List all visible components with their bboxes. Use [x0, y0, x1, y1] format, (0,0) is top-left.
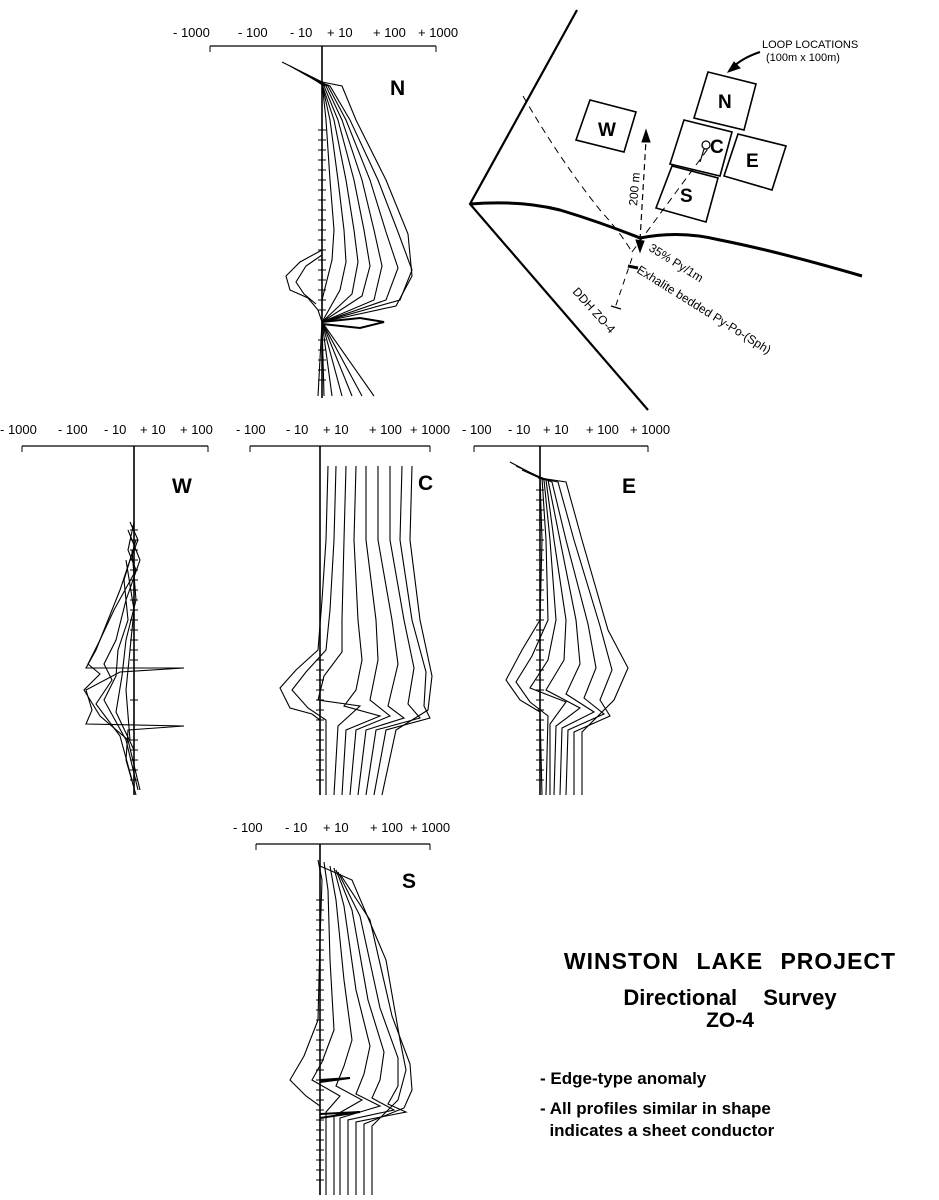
profile-curves — [279, 465, 433, 796]
profile-label: W — [172, 475, 192, 498]
loop-legend-size: (100m x 100m) — [766, 52, 840, 64]
axis-tick-label: - 10 — [286, 422, 308, 437]
profile-label: C — [418, 472, 433, 495]
profile-label: S — [402, 870, 416, 893]
axis-tick-label: + 100 — [180, 422, 213, 437]
axis-tick-label: + 100 — [370, 820, 403, 835]
loop-label-s: S — [680, 186, 693, 207]
loop-label-w: W — [598, 120, 616, 141]
profile-c: - 100 - 10 + 10 + 100 + 1000 C — [236, 422, 450, 796]
axis-tick-label: + 10 — [323, 820, 349, 835]
loop-label-e: E — [746, 151, 759, 172]
axis-tick-label: - 10 — [508, 422, 530, 437]
axis-tick-label: - 1000 — [173, 25, 210, 40]
distance-label: 200 m — [626, 172, 643, 206]
loop-e — [722, 133, 788, 191]
profile-curves — [83, 521, 185, 796]
location-map — [468, 9, 863, 411]
loop-legend-label: LOOP LOCATIONS — [762, 39, 858, 51]
loop-label-n: N — [718, 92, 732, 113]
axis-tick-label: + 10 — [543, 422, 569, 437]
unit-label: Exhalite bedded Py-Po-(Sph) — [634, 263, 773, 357]
axis-tick-label: + 10 — [327, 25, 353, 40]
axis-tick-label: - 100 — [238, 25, 268, 40]
hole-title: ZO-4 — [706, 1009, 754, 1032]
axis-tick-label: + 1000 — [410, 820, 450, 835]
axis-tick-label: + 10 — [323, 422, 349, 437]
loop-squares — [574, 71, 788, 223]
axis-tick-label: + 10 — [140, 422, 166, 437]
axis-tick-label: - 1000 — [0, 422, 37, 437]
note-sheet-conductor: - All profiles similar in shape indicate… — [540, 1099, 775, 1140]
axis-tick-label: + 100 — [369, 422, 402, 437]
axis-tick-label: - 100 — [233, 820, 263, 835]
profile-s: - 100 - 10 + 10 + 100 + 1000 S — [233, 820, 450, 1195]
profile-e: - 100 - 10 + 10 + 100 + 1000 E — [462, 422, 670, 796]
project-title: WINSTON LAKE PROJECT — [563, 948, 897, 974]
profile-n: - 1000 - 100 - 10 + 10 + 100 + 1000 N — [173, 25, 458, 398]
projection-line — [522, 95, 633, 253]
profile-label: N — [390, 77, 405, 100]
axis-tick-label: - 100 — [462, 422, 492, 437]
axis-tick-label: - 10 — [285, 820, 307, 835]
loop-s — [654, 165, 719, 223]
profile-curves — [289, 859, 413, 1195]
axis-tick-label: + 1000 — [410, 422, 450, 437]
loop-c — [668, 119, 733, 177]
contact-line — [469, 201, 863, 278]
axis-tick-label: - 100 — [236, 422, 266, 437]
axis-tick-label: + 100 — [373, 25, 406, 40]
axis-tick-label: + 1000 — [418, 25, 458, 40]
profile-curves — [281, 61, 413, 397]
axis-tick-label: - 10 — [290, 25, 312, 40]
profile-w: - 1000 - 100 - 10 + 10 + 100 W — [0, 422, 213, 796]
loop-w — [574, 99, 638, 153]
axis-tick-label: - 100 — [58, 422, 88, 437]
axis-tick-label: + 100 — [586, 422, 619, 437]
notes: - Edge-type anomaly - All profiles simil… — [540, 1068, 774, 1150]
loop-label-c: C — [710, 137, 724, 158]
note-edge-type: - Edge-type anomaly — [540, 1069, 707, 1088]
axis-tick-label: - 10 — [104, 422, 126, 437]
survey-title: Directional Survey — [623, 985, 837, 1010]
axis-tick-label: + 1000 — [630, 422, 670, 437]
location-map-labels: LOOP LOCATIONS (100m x 100m) N W C E S 2… — [570, 39, 858, 357]
loop-n — [692, 71, 757, 131]
title-block: WINSTON LAKE PROJECT Directional Survey … — [540, 948, 920, 1031]
profile-curves — [505, 461, 629, 796]
profile-label: E — [622, 475, 636, 498]
